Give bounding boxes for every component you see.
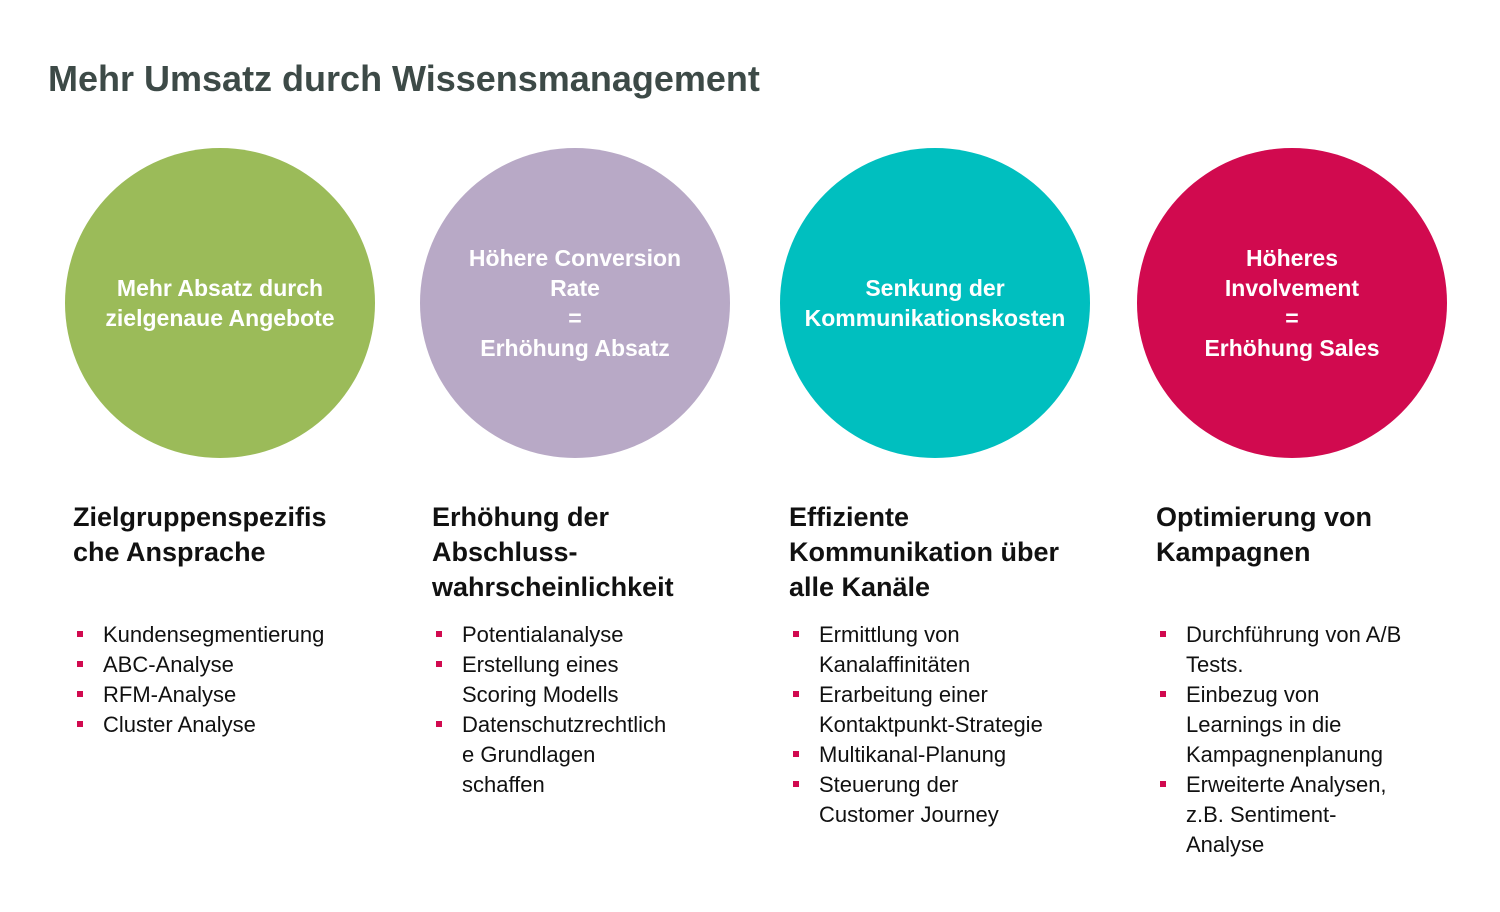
square-bullet-icon bbox=[1160, 691, 1166, 697]
text-line: = bbox=[568, 305, 582, 331]
square-bullet-icon bbox=[77, 721, 83, 727]
square-bullet-icon bbox=[1160, 631, 1166, 637]
text-line: Kommunikation über bbox=[789, 537, 1060, 567]
list-item-text: Potentialanalyse bbox=[462, 622, 624, 647]
list-item-text: Kampagnenplanung bbox=[1186, 742, 1383, 767]
list-item-text: Erstellung eines bbox=[462, 652, 619, 677]
text-line: Erhöhung Sales bbox=[1204, 335, 1380, 361]
list-item: ABC-Analyse bbox=[73, 650, 373, 680]
text-line: Rate bbox=[550, 275, 600, 301]
text-line: Erhöhung der bbox=[432, 502, 609, 532]
list-item: Potentialanalyse bbox=[432, 620, 732, 650]
text-line: Abschluss- bbox=[432, 537, 578, 567]
square-bullet-icon bbox=[436, 721, 442, 727]
list-item-text: Einbezug von bbox=[1186, 682, 1320, 707]
list-item: Cluster Analyse bbox=[73, 710, 373, 740]
list-item-text: ABC-Analyse bbox=[103, 652, 234, 677]
list-item-text: Kontaktpunkt-Strategie bbox=[819, 712, 1043, 737]
list-item-text: Durchführung von A/B bbox=[1186, 622, 1402, 647]
list-item: RFM-Analyse bbox=[73, 680, 373, 710]
square-bullet-icon bbox=[436, 631, 442, 637]
text-line: che Ansprache bbox=[73, 537, 266, 567]
text-line: Mehr Absatz durch bbox=[116, 275, 324, 301]
text-line: = bbox=[1285, 305, 1299, 331]
list-item: Durchführung von A/B Tests. bbox=[1156, 620, 1456, 680]
list-item-text: Erweiterte Analysen, bbox=[1186, 772, 1387, 797]
text-line: Effiziente bbox=[789, 502, 910, 532]
list-item-text: RFM-Analyse bbox=[103, 682, 237, 707]
list-item-text: Steuerung der bbox=[819, 772, 959, 797]
list-item-text: Analyse bbox=[1186, 832, 1265, 857]
list-item-text: Erarbeitung einer bbox=[819, 682, 988, 707]
text-line: wahrscheinlichkeit bbox=[432, 572, 674, 602]
square-bullet-icon bbox=[793, 691, 799, 697]
list-item-text: Learnings in die bbox=[1186, 712, 1342, 737]
list-item: Erweiterte Analysen, z.B. Sentiment- Analy… bbox=[1156, 770, 1456, 860]
list-item-text: Tests. bbox=[1186, 652, 1244, 677]
list-item: Multikanal-Planung bbox=[789, 740, 1089, 770]
list-item-text: schaffen bbox=[462, 772, 545, 797]
list-item-text: Cluster Analyse bbox=[103, 712, 256, 737]
square-bullet-icon bbox=[793, 781, 799, 787]
square-bullet-icon bbox=[1160, 781, 1166, 787]
text-line: alle Kanäle bbox=[789, 572, 931, 602]
list-item-text: Multikanal-Planung bbox=[819, 742, 1007, 767]
text-line: Senkung der bbox=[865, 275, 1005, 301]
list-item-text: Kanalaffinitäten bbox=[819, 652, 971, 677]
list-item-text: Scoring Modells bbox=[462, 682, 619, 707]
circle-text: Mehr Absatz durch zielgenaue Angebote bbox=[75, 273, 365, 333]
list-item-text: e Grundlagen bbox=[462, 742, 596, 767]
list-item: Kundensegmentierung bbox=[73, 620, 373, 650]
circle-targeting: Mehr Absatz durch zielgenaue Angebote bbox=[65, 148, 375, 458]
list-item-text: Kundensegmentierung bbox=[103, 622, 325, 647]
square-bullet-icon bbox=[77, 631, 83, 637]
list-item: Datenschutzrechtlich e Grundlagen schaffen bbox=[432, 710, 732, 800]
text-line: Erhöhung Absatz bbox=[480, 335, 670, 361]
square-bullet-icon bbox=[793, 751, 799, 757]
square-bullet-icon bbox=[77, 661, 83, 667]
square-bullet-icon bbox=[77, 691, 83, 697]
text-line: Höheres bbox=[1245, 245, 1339, 271]
square-bullet-icon bbox=[436, 661, 442, 667]
text-line: Zielgruppenspezifis bbox=[73, 502, 327, 532]
text-line: Kampagnen bbox=[1156, 537, 1311, 567]
column-heading: Zielgruppenspezifis che Ansprache bbox=[73, 500, 373, 570]
list-item-text: Ermittlung von bbox=[819, 622, 960, 647]
text-line: Höhere Conversion bbox=[468, 245, 682, 271]
text-line: Optimierung von bbox=[1156, 502, 1372, 532]
list-item-text: Customer Journey bbox=[819, 802, 999, 827]
square-bullet-icon bbox=[793, 631, 799, 637]
text-line: zielgenaue Angebote bbox=[105, 305, 335, 331]
list-item-text: Datenschutzrechtlich bbox=[462, 712, 667, 737]
slide-title: Mehr Umsatz durch Wissensmanagement bbox=[48, 58, 760, 99]
list-item-text: z.B. Sentiment- bbox=[1186, 802, 1337, 827]
text-line: Kommunikationskosten bbox=[804, 305, 1066, 331]
text-line: Involvement bbox=[1224, 275, 1360, 301]
